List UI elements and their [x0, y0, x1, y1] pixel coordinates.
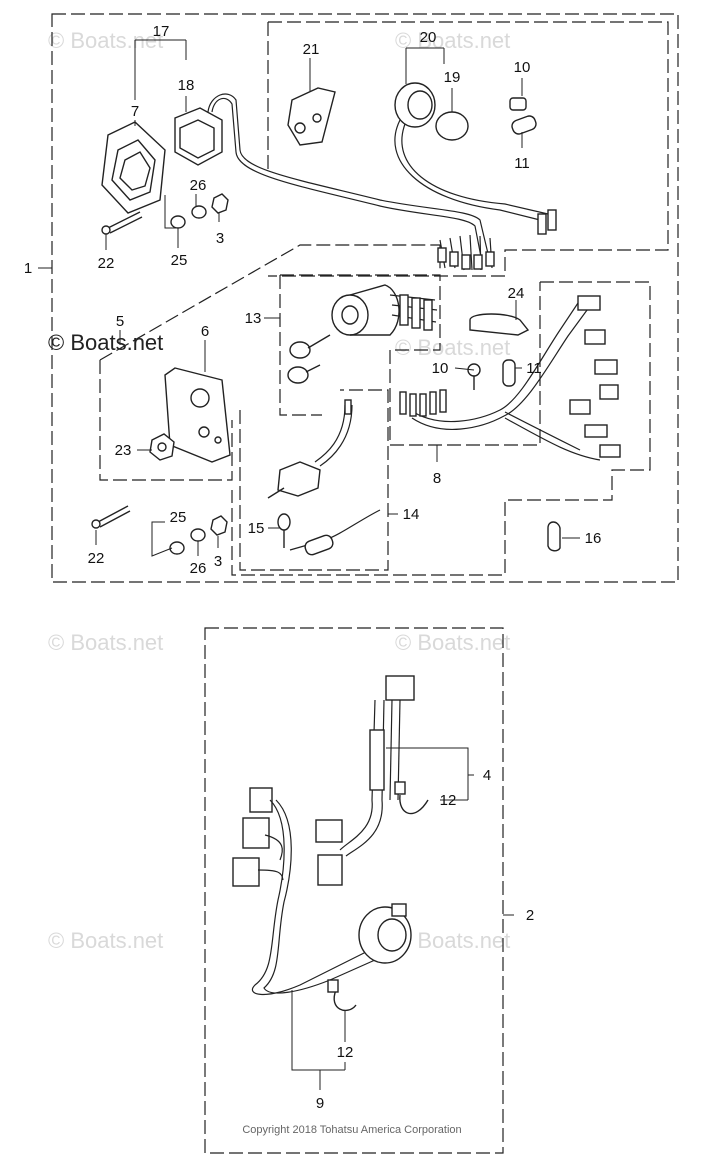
assembly-1-outline: [51, 13, 679, 583]
callout-20: 20: [420, 29, 437, 46]
callout-18: 18: [178, 77, 195, 94]
callout-17: 17: [153, 23, 170, 40]
callout-19: 19: [444, 69, 461, 86]
connector-bundle-top: [437, 234, 495, 271]
callout-25-bottom: 25: [170, 509, 187, 526]
callouts: 17 18 7 21 20 19 10 11 26 3 22 25 1 24 1…: [24, 23, 602, 1112]
watermark-7: © Boats.net: [395, 928, 510, 953]
copyright-text: Copyright 2018 Tohatsu America Corporati…: [242, 1124, 461, 1136]
fasteners-top: [101, 193, 229, 235]
callout-11-middle: 11: [526, 360, 542, 377]
callout-8: 8: [433, 470, 441, 487]
watermark-2: © Boats.net: [395, 28, 510, 53]
watermark-4: © Boats.net: [48, 630, 163, 655]
leaders-top: [38, 39, 580, 557]
part-9-harness: [232, 787, 412, 996]
callout-26-bottom: 26: [190, 560, 207, 577]
callout-21: 21: [303, 41, 320, 58]
part-7-plate: [101, 121, 166, 214]
callout-4: 4: [483, 767, 491, 784]
callout-14: 14: [403, 506, 420, 523]
part-18-switch: [174, 93, 491, 263]
callout-12-top: 12: [440, 792, 457, 809]
part-14-stop-switch: [267, 399, 381, 556]
part-13-ignition-switch: [287, 284, 438, 384]
part-6-mount-plate: [164, 367, 231, 463]
watermark-6: © Boats.net: [48, 928, 163, 953]
callout-11-top: 11: [514, 155, 530, 172]
part-21-bracket: [287, 87, 336, 146]
callout-2: 2: [526, 907, 534, 924]
leaders-bottom: [291, 747, 514, 1090]
callout-12-bottom: 12: [337, 1044, 354, 1061]
part-12-clip-top: [394, 781, 429, 815]
callout-13: 13: [245, 310, 262, 327]
callout-24: 24: [508, 285, 525, 302]
part-24-clamp: [469, 313, 530, 336]
callout-10-middle: 10: [432, 360, 449, 377]
callout-9: 9: [316, 1095, 324, 1112]
part-15-clip: [277, 513, 291, 548]
callout-23: 23: [115, 442, 132, 459]
part-4-harness: [315, 675, 415, 886]
callout-15: 15: [248, 520, 265, 537]
watermark-5: © Boats.net: [395, 630, 510, 655]
callout-7: 7: [131, 103, 139, 120]
callout-5: 5: [116, 313, 124, 330]
callout-6: 6: [201, 323, 209, 340]
callout-3-top: 3: [216, 230, 224, 247]
part-12-clip-bottom: [327, 979, 357, 1012]
callout-3-bottom: 3: [214, 553, 222, 570]
callout-16: 16: [585, 530, 602, 547]
callout-26-top: 26: [190, 177, 207, 194]
part-16-clip: [547, 521, 561, 552]
part-10-top: [509, 97, 527, 111]
callout-22-bottom: 22: [88, 550, 105, 567]
callout-22-top: 22: [98, 255, 115, 272]
part-23-nut: [149, 433, 175, 461]
watermark-3: © Boats.net: [395, 335, 510, 360]
callout-1: 1: [24, 260, 32, 277]
part-8-harness: [399, 295, 621, 461]
watermarks: © Boats.net © Boats.net © Boats.net © Bo…: [48, 28, 510, 953]
fasteners-bottom: [91, 505, 228, 555]
part-11-top: [511, 115, 537, 135]
part-10-middle: [467, 363, 481, 390]
assembly-2-outline: [204, 627, 504, 1154]
part-19-cap: [435, 111, 469, 141]
callout-25-top: 25: [171, 252, 188, 269]
watermark-prominent: © Boats.net: [48, 330, 163, 355]
callout-10-top: 10: [514, 59, 531, 76]
part-20-buzzer: [394, 82, 557, 235]
part-11-middle: [502, 359, 516, 387]
